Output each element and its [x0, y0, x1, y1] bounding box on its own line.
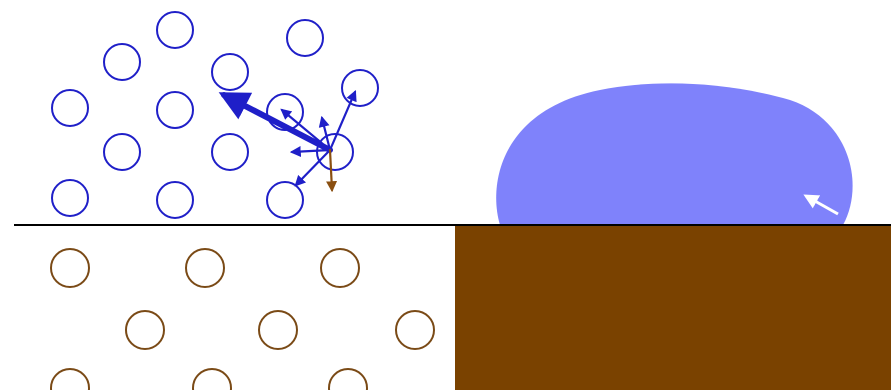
solid-particle	[51, 369, 89, 390]
liquid-particle	[212, 134, 248, 170]
solid-particle	[126, 311, 164, 349]
solid-particle	[186, 249, 224, 287]
solid-surface-block	[455, 225, 891, 390]
cohesion-force-arrow	[330, 92, 355, 150]
liquid-particle	[104, 44, 140, 80]
liquid-particle	[287, 20, 323, 56]
liquid-particle	[157, 182, 193, 218]
solid-particle	[321, 249, 359, 287]
adhesion-force-arrow	[330, 150, 332, 190]
liquid-particles-group	[52, 12, 378, 218]
liquid-particle	[52, 180, 88, 216]
cohesion-force-arrow	[292, 150, 330, 152]
liquid-particle	[157, 92, 193, 128]
cohesion-force-arrow	[224, 95, 330, 150]
liquid-droplet	[496, 83, 852, 225]
liquid-particle	[267, 182, 303, 218]
liquid-particle	[157, 12, 193, 48]
solid-particle	[329, 369, 367, 390]
solid-particles-group	[51, 249, 434, 390]
solid-particle	[51, 249, 89, 287]
liquid-particle	[52, 90, 88, 126]
solid-particle	[259, 311, 297, 349]
solid-particle	[193, 369, 231, 390]
liquid-particle	[342, 70, 378, 106]
solid-particle	[396, 311, 434, 349]
liquid-particle	[104, 134, 140, 170]
liquid-particle	[212, 54, 248, 90]
